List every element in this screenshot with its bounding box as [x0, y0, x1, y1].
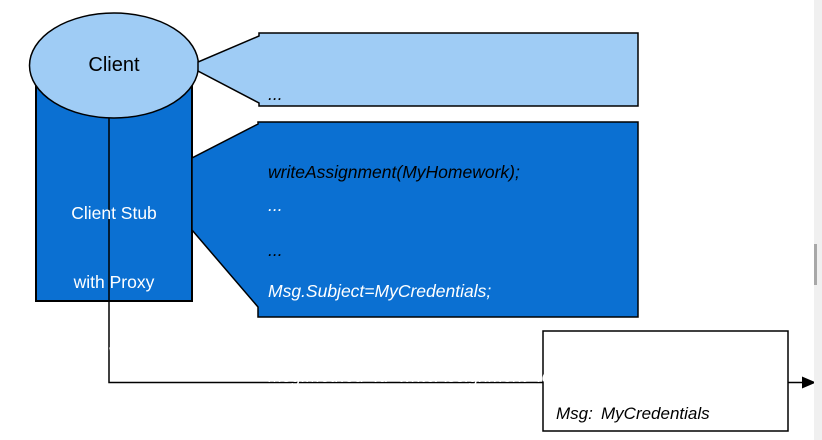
code-line: ... — [268, 240, 283, 260]
client-stub-label-line: (here without — [63, 341, 165, 361]
message-value: MyCredentials — [601, 404, 710, 423]
client-stub-label-line: Client Stub — [71, 203, 157, 223]
client-code-callout-shape — [197, 32, 639, 107]
code-line: Msg.Subject=MyCredentials; — [268, 280, 492, 301]
code-line: ... — [268, 195, 283, 215]
client-label: Client — [88, 54, 140, 76]
message-box-text: Msg: MyCredentials writeAssignment_Id My… — [556, 349, 784, 440]
arrow-head-icon — [802, 376, 816, 389]
message-box-rect — [542, 330, 789, 432]
client-stub-label-line: with Proxy — [73, 272, 155, 292]
message-label: Msg: — [556, 404, 593, 423]
scrollbar[interactable] — [814, 0, 822, 440]
stub-code-callout-shape — [191, 121, 639, 318]
code-line: ... — [268, 84, 283, 104]
client-stub-label-line: PEP and PDP) — [56, 410, 172, 430]
code-line: Msg.Method_Id=writeAssignment_Id; — [268, 366, 557, 386]
scrollbar-thumb[interactable] — [814, 244, 817, 285]
client-code-callout-text: ... writeAssignment(MyHomework); ... — [268, 29, 633, 315]
client-stub-label: Client Stub with Proxy (here without PEP… — [36, 156, 192, 440]
stub-code-callout-text: ... Msg.Subject=MyCredentials; Msg.Metho… — [268, 134, 633, 440]
message-row: Msg: MyCredentials — [556, 401, 784, 427]
code-line: writeAssignment(MyHomework); — [268, 162, 520, 182]
